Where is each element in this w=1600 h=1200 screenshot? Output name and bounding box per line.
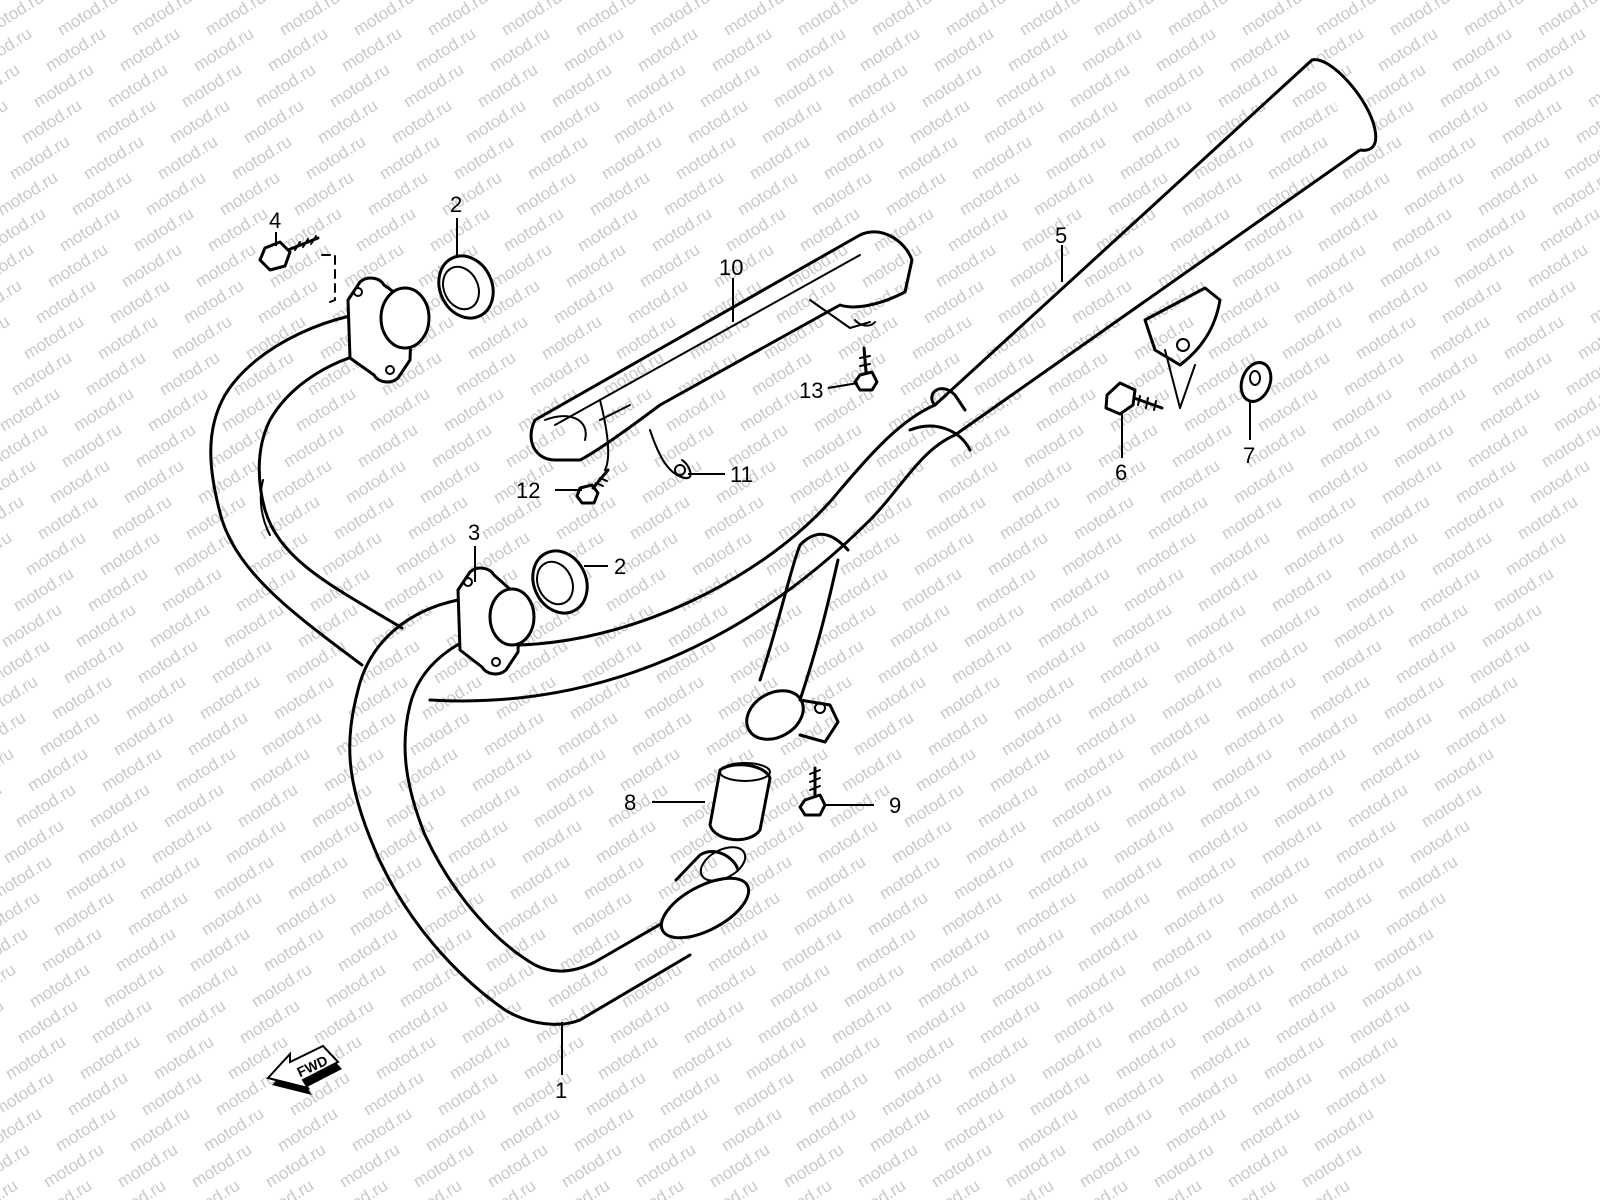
callout-10: 10 <box>719 255 743 280</box>
watermark-text: motod.ru <box>0 96 11 148</box>
watermark-text: motod.ru <box>1596 24 1600 76</box>
watermark-text: motod.ru <box>0 1176 21 1200</box>
watermark-text: motod.ru <box>0 564 3 616</box>
callout-13: 13 <box>799 378 823 403</box>
watermark-text: motod.ru <box>0 348 1 400</box>
watermark-text: motod.ru <box>1584 60 1600 112</box>
callout-6: 6 <box>1115 460 1127 485</box>
watermark-text: motod.ru <box>0 780 5 832</box>
part-3-flange <box>456 566 536 676</box>
callout-8: 8 <box>624 790 636 815</box>
part-8-sleeve <box>708 762 772 842</box>
callout-11: 11 <box>730 462 753 487</box>
watermark-text: motod.ru <box>1586 276 1600 328</box>
callout-12: 12 <box>516 478 540 503</box>
watermark-text: motod.ru <box>0 528 15 580</box>
callout-4: 4 <box>269 208 281 233</box>
callout-1: 1 <box>555 1078 567 1103</box>
callout-5: 5 <box>1055 223 1067 248</box>
callout-9: 9 <box>889 793 901 818</box>
callout-7: 7 <box>1243 443 1255 468</box>
watermark-text: motod.ru <box>0 312 13 364</box>
watermark-text: motod.ru <box>0 996 7 1048</box>
watermark-text: motod.ru <box>0 960 19 1012</box>
callout-2-upper: 2 <box>450 192 462 217</box>
callout-3: 3 <box>468 520 480 545</box>
callout-2-lower: 2 <box>614 554 626 579</box>
watermark-text: motod.ru <box>0 744 17 796</box>
